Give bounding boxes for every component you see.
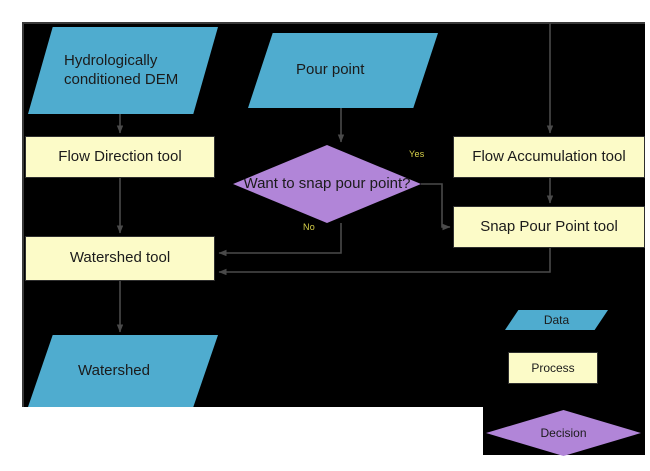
node-flow-accumulation-tool[interactable]: Flow Accumulation tool xyxy=(453,136,645,178)
node-label: Want to snap pour point? xyxy=(243,175,411,193)
legend-label: Process xyxy=(531,361,575,375)
node-pour-point[interactable]: Pour point xyxy=(248,33,438,108)
legend-item-process: Process xyxy=(508,352,598,384)
legend-label: Decision xyxy=(540,426,587,440)
legend-item-data: Data xyxy=(505,310,608,330)
legend-label: Data xyxy=(543,313,570,327)
node-watershed[interactable]: Watershed xyxy=(28,335,218,407)
node-snap-pour-point-tool[interactable]: Snap Pour Point tool xyxy=(453,206,645,248)
node-label: Watershed tool xyxy=(69,249,171,267)
node-label: Snap Pour Point tool xyxy=(480,217,618,235)
node-watershed-tool[interactable]: Watershed tool xyxy=(25,236,215,281)
edge-label-no: No xyxy=(303,222,316,232)
node-hydrologically-conditioned-dem[interactable]: Hydrologically conditioned DEM xyxy=(28,27,218,114)
node-label: Pour point xyxy=(296,61,365,79)
node-label: Flow Accumulation tool xyxy=(472,147,626,165)
edge-label-yes: Yes xyxy=(409,149,425,159)
node-label: Watershed xyxy=(78,361,150,379)
node-label: Flow Direction tool xyxy=(58,147,182,165)
node-label: Hydrologically conditioned DEM xyxy=(64,52,179,88)
node-flow-direction-tool[interactable]: Flow Direction tool xyxy=(25,136,215,178)
